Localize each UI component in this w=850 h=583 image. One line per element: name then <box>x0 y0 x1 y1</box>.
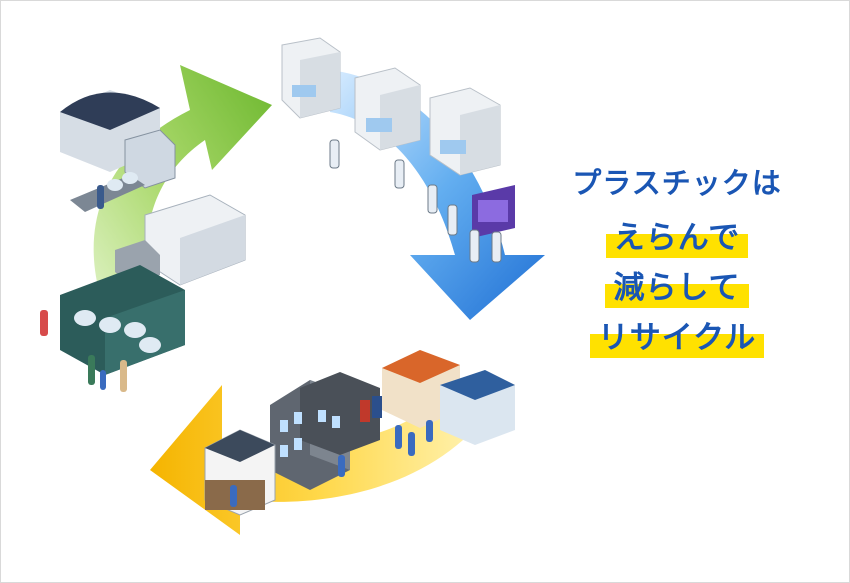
slogan-block: プラスチックは えらんで 減らして リサイクル <box>527 158 827 358</box>
slogan-line-reduce: 減らして <box>605 268 749 308</box>
factory-scene <box>281 37 515 263</box>
recycling-scene <box>40 90 246 392</box>
slogan-line-choose: えらんで <box>605 218 749 258</box>
slogan-line-recycle: リサイクル <box>589 318 765 358</box>
town-scene <box>204 350 515 516</box>
slogan-line-plastic: プラスチックは <box>572 166 782 200</box>
